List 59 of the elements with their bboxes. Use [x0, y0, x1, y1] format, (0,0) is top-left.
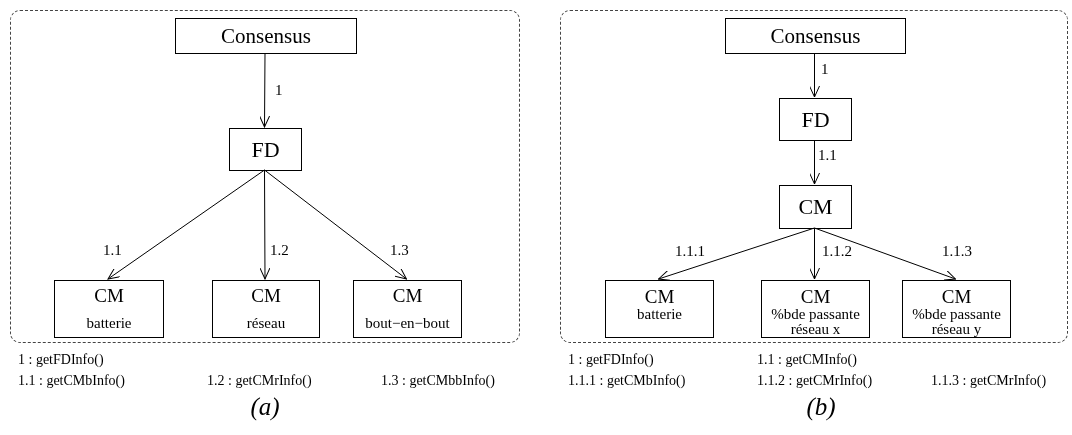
method-label: 1.1 : getCMbInfo() [18, 373, 125, 389]
process-box [54, 280, 164, 338]
arrow [809, 52, 820, 98]
panel-label: (b) [806, 393, 836, 421]
process-box [229, 128, 302, 171]
edge-label: 1.2 [270, 242, 289, 259]
arrow [264, 169, 407, 280]
arrow [814, 227, 956, 281]
edge-label: 1.1.3 [942, 243, 972, 260]
edge-label: 1.3 [390, 242, 409, 259]
process-box [779, 185, 852, 229]
edge-label: 1.1.2 [822, 243, 852, 260]
method-label: 1 : getFDInfo() [568, 352, 654, 368]
box-title: Consensus [221, 24, 311, 47]
box-subtitle: bout−en−bout [365, 316, 450, 332]
process-box [353, 280, 462, 338]
process-box [725, 18, 906, 54]
box-subtitle: batterie [637, 306, 682, 323]
box-title: CM [644, 287, 675, 307]
box-subtitle: %bde passante réseau x [770, 306, 861, 337]
method-label: 1.1.1 : getCMbInfo() [568, 373, 686, 389]
box-title: CM [800, 287, 831, 307]
edge-label: 1.1 [103, 242, 122, 259]
process-box [779, 98, 852, 141]
box-subtitle: %bde passante réseau y [911, 306, 1002, 337]
arrow [658, 227, 815, 281]
method-label: 1.1 : getCMInfo() [757, 352, 857, 368]
method-label: 1.3 : getCMbbInfo() [381, 373, 495, 389]
box-title: FD [801, 107, 830, 132]
process-box [605, 280, 714, 338]
arrow [809, 139, 820, 185]
method-label: 1.1.3 : getCMrInfo() [931, 373, 1047, 389]
edge-label: 1.1 [818, 147, 837, 164]
edge-label: 1 [275, 82, 283, 99]
method-label: 1 : getFDInfo() [18, 352, 104, 368]
group-frame [10, 10, 520, 343]
box-title: CM [798, 195, 833, 219]
process-box [902, 280, 1011, 338]
box-subtitle: batterie [86, 316, 132, 332]
process-box [175, 18, 357, 54]
box-subtitle: réseau [246, 316, 286, 332]
arrow [259, 52, 271, 128]
box-title: CM [941, 287, 972, 307]
process-box [212, 280, 320, 338]
arrow [259, 169, 271, 280]
box-title: CM [392, 286, 423, 306]
panel-label: (a) [250, 393, 280, 421]
edge-label: 1 [821, 61, 829, 78]
box-title: FD [251, 137, 280, 162]
method-label: 1.2 : getCMrInfo() [207, 373, 312, 389]
box-title: CM [94, 286, 124, 306]
box-title: CM [251, 286, 281, 306]
edge-label: 1.1.1 [675, 243, 705, 260]
box-title: Consensus [770, 24, 861, 47]
arrow [107, 169, 265, 280]
group-frame [560, 10, 1068, 343]
arrow [809, 227, 820, 280]
method-label: 1.1.2 : getCMrInfo() [757, 373, 873, 389]
process-box [761, 280, 870, 338]
